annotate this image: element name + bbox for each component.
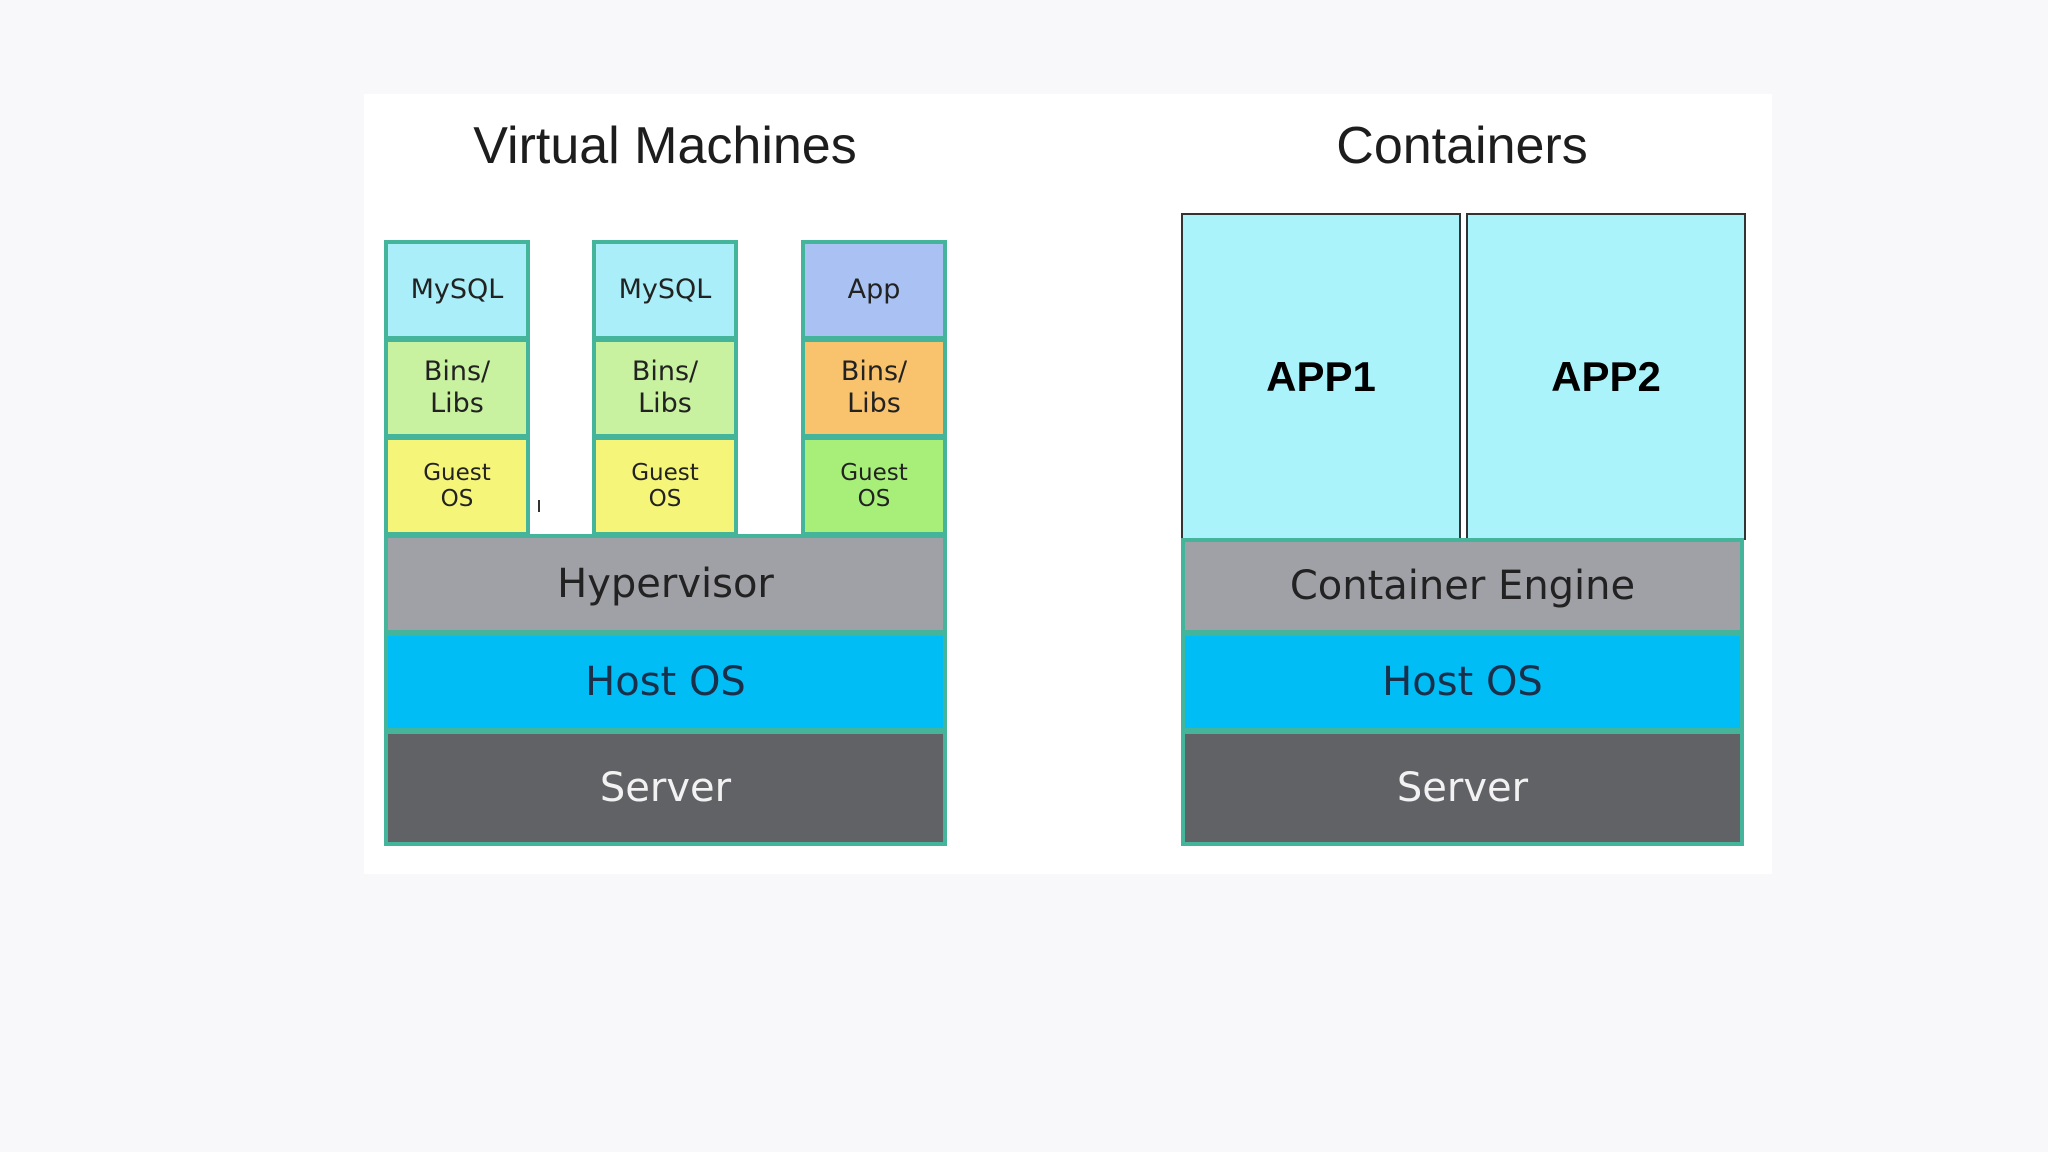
container-app1: APP1	[1181, 213, 1461, 540]
vm1-app-mysql: MySQL	[384, 240, 530, 340]
vm-title: Virtual Machines	[473, 117, 857, 175]
containers-title: Containers	[1336, 117, 1588, 175]
container-engine: Container Engine	[1181, 538, 1744, 634]
vm-server: Server	[384, 730, 947, 846]
tick-mark	[538, 500, 540, 512]
vm1-guest-os: Guest OS	[384, 436, 530, 536]
vm2-app-mysql: MySQL	[592, 240, 738, 340]
vm2-bins-libs: Bins/ Libs	[592, 338, 738, 438]
vm3-bins-libs: Bins/ Libs	[801, 338, 947, 438]
vm-hypervisor: Hypervisor	[384, 534, 947, 634]
container-app2: APP2	[1466, 213, 1746, 540]
vm-host-os: Host OS	[384, 632, 947, 732]
vm3-app: App	[801, 240, 947, 340]
vm1-bins-libs: Bins/ Libs	[384, 338, 530, 438]
vm3-guest-os: Guest OS	[801, 436, 947, 536]
container-server: Server	[1181, 730, 1744, 846]
container-host-os: Host OS	[1181, 632, 1744, 732]
vm2-guest-os: Guest OS	[592, 436, 738, 536]
